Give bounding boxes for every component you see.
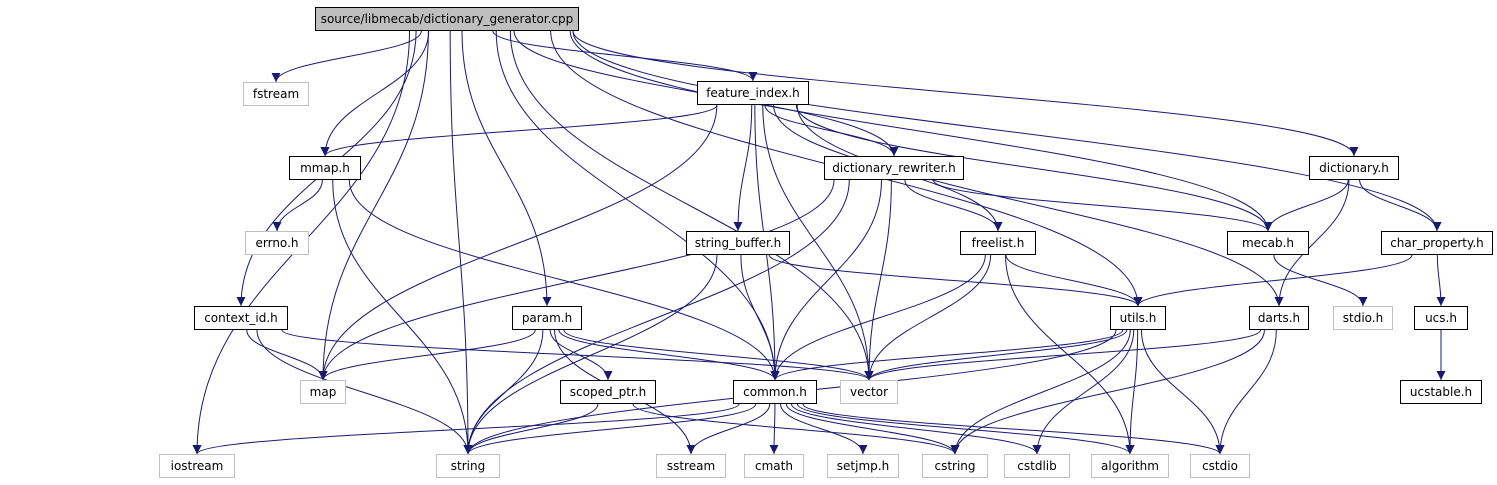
edge-root-to-fstream <box>271 30 422 83</box>
edge-common-to-cstdio <box>802 403 1225 455</box>
node-ucs[interactable]: ucs.h <box>1414 306 1468 330</box>
edge-param-to-vector <box>563 329 874 381</box>
node-common[interactable]: common.h <box>733 380 817 404</box>
edge-feature_index-to-mmap <box>320 104 718 157</box>
edge-feature_index-to-mecab <box>795 104 1273 232</box>
node-map: map <box>300 380 346 404</box>
node-mecab[interactable]: mecab.h <box>1227 231 1309 255</box>
node-cstring: cstring <box>922 454 988 478</box>
edge-common-to-cmath <box>769 403 779 455</box>
edge-utils-to-common <box>770 329 1124 381</box>
node-cstdio: cstdio <box>1190 454 1250 478</box>
edge-common-to-cstdlib <box>791 403 1042 455</box>
node-dictionary[interactable]: dictionary.h <box>1309 156 1399 180</box>
node-char-property[interactable]: char_property.h <box>1381 231 1493 255</box>
node-sstream: sstream <box>656 454 726 478</box>
edge-common-to-cstring <box>785 403 960 455</box>
edge-dictionary-to-darts <box>1274 179 1350 307</box>
edge-common-to-setjmp <box>780 403 868 455</box>
edge-dictionary_rewriter-to-vector <box>864 179 892 381</box>
edge-context_id-to-vector <box>281 329 874 381</box>
node-algorithm: algorithm <box>1091 454 1169 478</box>
edge-mmap-to-string <box>332 179 473 455</box>
node-darts[interactable]: darts.h <box>1249 306 1309 330</box>
edge-param-to-scoped_ptr <box>549 329 613 381</box>
node-errno: errno.h <box>245 231 309 255</box>
node-iostream: iostream <box>159 454 235 478</box>
edge-root-to-mmap <box>320 30 430 157</box>
edge-feature_index-to-map <box>318 104 718 381</box>
edge-dictionary_rewriter-to-freelist <box>904 179 1003 232</box>
edge-dictionary_rewriter-to-map <box>318 179 835 381</box>
edge-dictionary_rewriter-to-common <box>770 179 883 381</box>
edge-root-to-dictionary <box>572 30 1359 157</box>
edge-feature_index-to-darts <box>796 104 1284 307</box>
edge-root-to-mecab <box>569 30 1273 232</box>
edge-param-to-map <box>318 329 536 381</box>
node-mmap[interactable]: mmap.h <box>289 156 361 180</box>
edge-utils-to-cstdio <box>1140 329 1225 455</box>
node-dictionary-rewriter[interactable]: dictionary_rewriter.h <box>824 156 964 180</box>
edge-param-to-common <box>558 329 780 381</box>
edge-freelist-to-vector <box>864 254 992 381</box>
edge-root-to-feature_index <box>492 30 758 82</box>
edge-param-to-string <box>463 329 544 455</box>
edge-string_buffer-to-string <box>463 254 718 455</box>
edge-string_buffer-to-utils <box>768 254 1143 307</box>
node-setjmp: setjmp.h <box>827 454 899 478</box>
node-cmath: cmath <box>744 454 804 478</box>
edge-common-to-sstream <box>686 403 771 455</box>
edge-freelist-to-utils <box>1005 254 1143 307</box>
edge-root-to-param <box>461 30 552 307</box>
edge-dictionary-to-mecab <box>1263 179 1349 232</box>
edge-scoped_ptr-to-cstring <box>632 403 960 455</box>
node-stdio: stdio.h <box>1333 306 1393 330</box>
edge-mmap-to-common <box>348 179 780 381</box>
edge-utils-to-vector <box>864 329 1128 381</box>
edge-scoped_ptr-to-string <box>463 403 599 455</box>
node-ucstable[interactable]: ucstable.h <box>1400 380 1482 404</box>
edge-common-to-string <box>463 403 757 455</box>
edge-freelist-to-common <box>770 254 986 381</box>
node-fstream: fstream <box>243 82 309 106</box>
edge-context_id-to-string <box>256 329 473 455</box>
edge-common-to-iostream <box>192 403 740 455</box>
edge-darts-to-cstdio <box>1215 329 1277 455</box>
edge-darts-to-cstring <box>950 329 1265 455</box>
edge-string_buffer-to-common <box>740 254 780 381</box>
node-root-dictionary-generator[interactable]: source/libmecab/dictionary_generator.cpp <box>315 7 579 31</box>
node-scoped-ptr[interactable]: scoped_ptr.h <box>560 380 656 404</box>
node-param[interactable]: param.h <box>512 306 582 330</box>
node-feature-index[interactable]: feature_index.h <box>697 81 809 105</box>
node-freelist[interactable]: freelist.h <box>960 231 1036 255</box>
edge-char_property-to-utils <box>1133 254 1413 307</box>
edge-char_property-to-ucs <box>1436 254 1446 307</box>
edge-dictionary_rewriter-to-mecab <box>932 179 1273 232</box>
edge-dictionary-to-char_property <box>1359 179 1442 232</box>
node-vector: vector <box>840 380 898 404</box>
edge-mecab-to-stdio <box>1273 254 1368 307</box>
edge-darts-to-vector <box>864 329 1262 381</box>
edge-feature_index-to-string_buffer <box>733 104 753 232</box>
edge-dictionary_rewriter-to-string <box>463 179 850 455</box>
edge-feature_index-to-vector <box>762 104 874 381</box>
node-utils[interactable]: utils.h <box>1110 306 1166 330</box>
edge-feature_index-to-dictionary_rewriter <box>764 104 899 157</box>
edge-mmap-to-errno <box>272 179 323 232</box>
node-string-buffer[interactable]: string_buffer.h <box>686 231 790 255</box>
edge-common-to-algorithm <box>796 403 1135 455</box>
edge-root-to-char_property <box>572 30 1442 232</box>
node-context-id[interactable]: context_id.h <box>194 306 288 330</box>
edge-root-to-string <box>449 30 473 455</box>
node-cstdlib: cstdlib <box>1004 454 1070 478</box>
edge-root-to-vector <box>509 30 874 381</box>
edge-root-to-map <box>318 30 429 381</box>
edge-utils-to-algorithm <box>1125 329 1139 455</box>
node-string: string <box>436 454 500 478</box>
